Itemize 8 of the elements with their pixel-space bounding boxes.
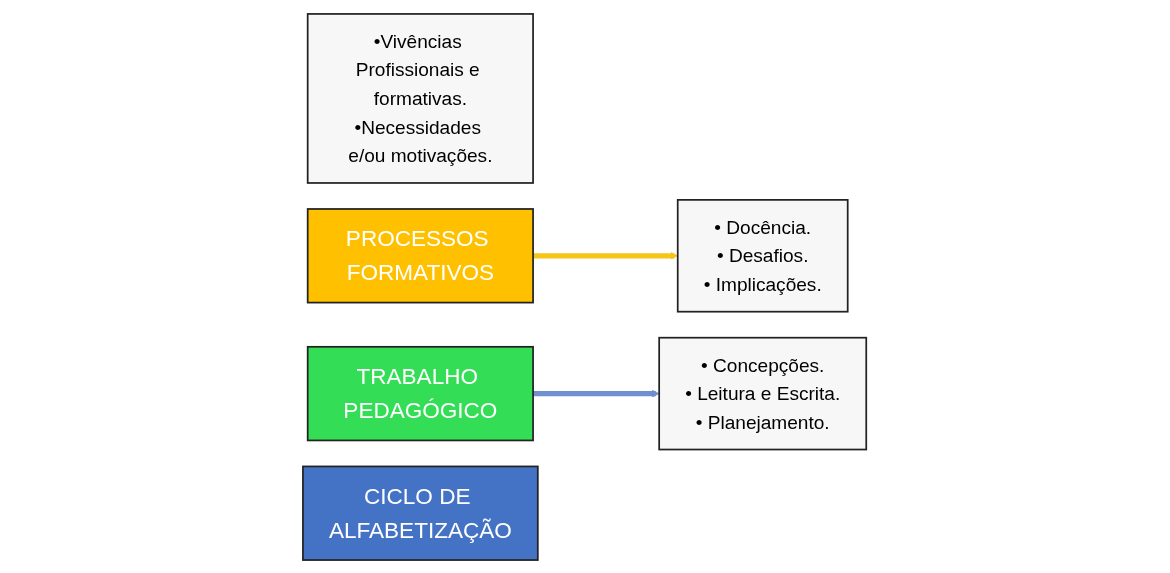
arrow	[533, 251, 679, 260]
node-box: • Concepções. • Leitura e Escrita. • Planejamento.	[658, 336, 868, 450]
node-box: • Docência. • Desafios. • Implicações.	[677, 198, 849, 313]
node-box: •Vivências Profissionais e formativas. •Necessidades e/ou motivações.	[307, 12, 535, 184]
arrow	[533, 389, 660, 397]
node-box: CICLO DE ALFABETIZAÇÃO	[302, 465, 540, 561]
node-box: PROCESSOS FORMATIVOS	[307, 207, 535, 303]
node-box: TRABALHO PEDAGÓGICO	[307, 345, 535, 441]
